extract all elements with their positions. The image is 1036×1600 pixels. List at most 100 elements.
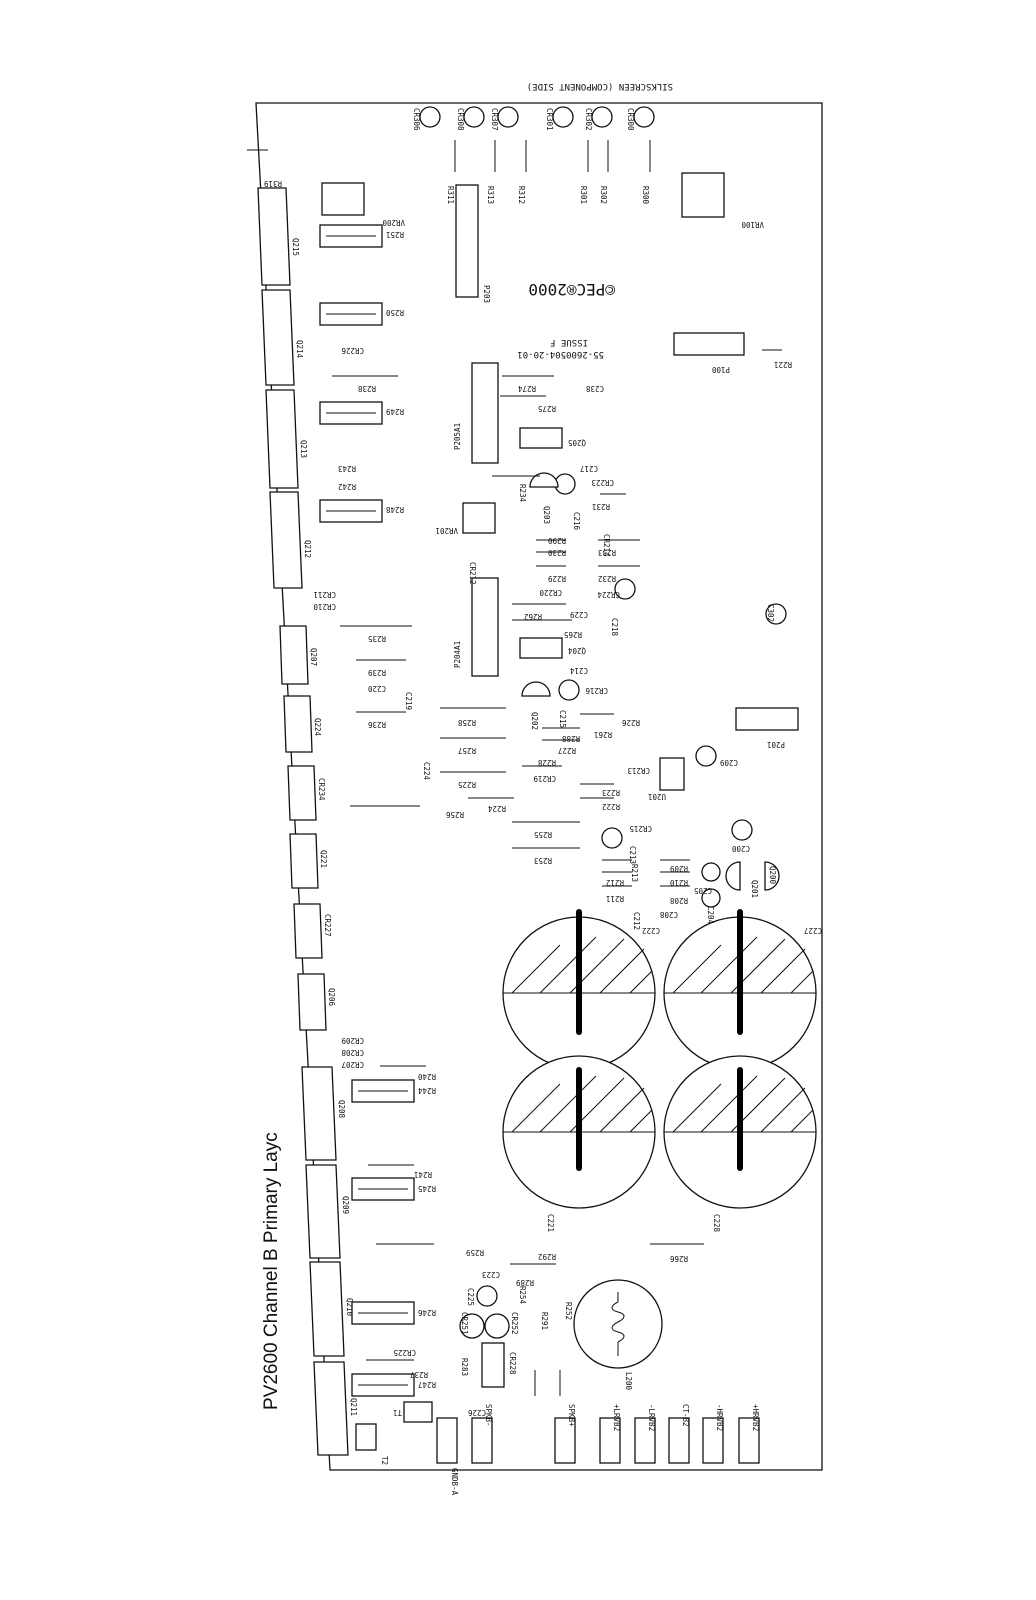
- left-transistor-labels: Q215 Q214 Q213 Q212 Q207 Q224 CR234 Q221…: [291, 238, 358, 1416]
- svg-text:R233: R233: [598, 548, 616, 557]
- svg-text:CR301: CR301: [545, 108, 554, 131]
- svg-text:C227: C227: [804, 926, 822, 935]
- svg-text:R313: R313: [486, 186, 495, 204]
- svg-text:R301: R301: [579, 186, 588, 204]
- svg-text:C217: C217: [580, 464, 598, 473]
- svg-text:Q200: Q200: [768, 866, 777, 885]
- svg-text:C302: C302: [766, 604, 775, 622]
- svg-text:CT-B2: CT-B2: [681, 1404, 690, 1427]
- svg-text:Q203: Q203: [542, 506, 551, 524]
- top-leds: [419, 106, 655, 128]
- svg-text:VR100: VR100: [741, 220, 764, 229]
- top-resistors: [454, 140, 651, 172]
- svg-text:R236: R236: [367, 720, 386, 729]
- copyright-mark: ©PEC®2000: [528, 280, 615, 299]
- svg-text:CR228: CR228: [508, 1352, 517, 1375]
- svg-text:Q208: Q208: [337, 1100, 346, 1119]
- svg-text:R292: R292: [538, 1252, 556, 1261]
- svg-text:Q202: Q202: [530, 712, 539, 730]
- svg-text:C218: C218: [610, 618, 619, 637]
- svg-text:R291: R291: [540, 1312, 549, 1330]
- svg-text:R211: R211: [606, 894, 624, 903]
- capacitor-c227: [663, 909, 817, 1070]
- svg-text:R253: R253: [534, 856, 552, 865]
- capacitor-c222: [502, 909, 656, 1070]
- svg-text:CR223: CR223: [591, 478, 614, 487]
- svg-text:R288: R288: [561, 734, 580, 743]
- svg-text:R239: R239: [368, 668, 386, 677]
- svg-text:R302: R302: [599, 186, 608, 204]
- svg-text:R230: R230: [547, 548, 566, 557]
- svg-text:C209: C209: [720, 758, 738, 767]
- svg-text:R225: R225: [458, 780, 476, 789]
- svg-text:CR207: CR207: [341, 1060, 364, 1069]
- svg-text:CR213: CR213: [627, 766, 650, 775]
- svg-text:C200: C200: [731, 844, 750, 853]
- svg-text:R226: R226: [621, 718, 640, 727]
- svg-text:Q224: Q224: [313, 718, 322, 737]
- svg-text:R311: R311: [446, 186, 455, 204]
- svg-text:Q212: Q212: [303, 540, 312, 558]
- svg-text:L200: L200: [624, 1372, 633, 1391]
- header-p204a1: [471, 577, 499, 677]
- svg-text:R248: R248: [385, 505, 404, 514]
- svg-text:CR307: CR307: [490, 108, 499, 131]
- svg-text:Q214: Q214: [295, 340, 304, 359]
- svg-text:R242: R242: [338, 482, 356, 491]
- trimpot-vr200: [321, 182, 365, 216]
- svg-text:P204A1: P204A1: [453, 641, 462, 668]
- svg-text:R227: R227: [558, 746, 576, 755]
- trimpot-vr100: [681, 172, 725, 218]
- left-transistors: [257, 187, 349, 1456]
- header-p205a1: [471, 362, 499, 464]
- svg-text:CR306: CR306: [412, 108, 421, 131]
- header-p100: [673, 332, 745, 356]
- power-resistors: [319, 224, 415, 1397]
- svg-text:P203: P203: [482, 285, 491, 303]
- svg-text:C214: C214: [569, 666, 588, 675]
- svg-text:R261: R261: [594, 730, 612, 739]
- svg-text:R283: R283: [460, 1358, 469, 1376]
- svg-text:R256: R256: [445, 810, 464, 819]
- svg-text:CR224: CR224: [597, 590, 620, 599]
- svg-text:C222: C222: [642, 926, 660, 935]
- svg-text:C228: C228: [712, 1214, 721, 1233]
- svg-text:R212: R212: [606, 878, 624, 887]
- top-resistor-labels: R311 R313 R312 R301 R302 R300: [446, 186, 650, 205]
- svg-text:R244: R244: [417, 1086, 436, 1095]
- svg-text:R290: R290: [547, 536, 566, 545]
- svg-text:R249: R249: [386, 407, 404, 416]
- svg-text:CR308: CR308: [456, 108, 465, 131]
- misc-labels: R319 CR226 R238 R243 R242 CR211 CR210 R2…: [264, 179, 777, 1417]
- bottom-connectors: [436, 1417, 760, 1464]
- svg-text:R210: R210: [669, 878, 688, 887]
- svg-text:R240: R240: [417, 1072, 436, 1081]
- svg-text:R232: R232: [598, 574, 616, 583]
- svg-text:Q215: Q215: [291, 238, 300, 256]
- svg-text:R254: R254: [518, 1286, 527, 1305]
- svg-text:GNDB-A: GNDB-A: [450, 1468, 459, 1496]
- svg-text:R223: R223: [602, 788, 620, 797]
- header-p203: [455, 184, 479, 298]
- power-resistor-labels: R251 R250 R249 R248 R244 R245 R246 R247: [385, 230, 436, 1389]
- svg-text:CR300: CR300: [626, 108, 635, 131]
- svg-text:Q221: Q221: [319, 850, 328, 868]
- svg-text:CR212: CR212: [468, 562, 477, 585]
- svg-text:C224: C224: [422, 762, 431, 781]
- svg-text:R209: R209: [670, 864, 688, 873]
- svg-text:Q211: Q211: [349, 1398, 358, 1416]
- svg-text:T2: T2: [380, 1456, 389, 1465]
- inductor-l200: [573, 1279, 663, 1369]
- svg-text:C215: C215: [558, 710, 567, 728]
- svg-text:C219: C219: [404, 692, 413, 710]
- svg-text:CR216: CR216: [585, 686, 608, 695]
- svg-text:R265: R265: [564, 630, 582, 639]
- svg-text:SPKB-: SPKB-: [484, 1404, 493, 1427]
- svg-text:R221: R221: [774, 360, 792, 369]
- svg-text:T1: T1: [393, 1408, 402, 1417]
- svg-text:C213: C213: [628, 846, 637, 864]
- svg-text:R258: R258: [457, 718, 476, 727]
- small-components: [459, 427, 787, 1388]
- svg-text:R224: R224: [487, 804, 506, 813]
